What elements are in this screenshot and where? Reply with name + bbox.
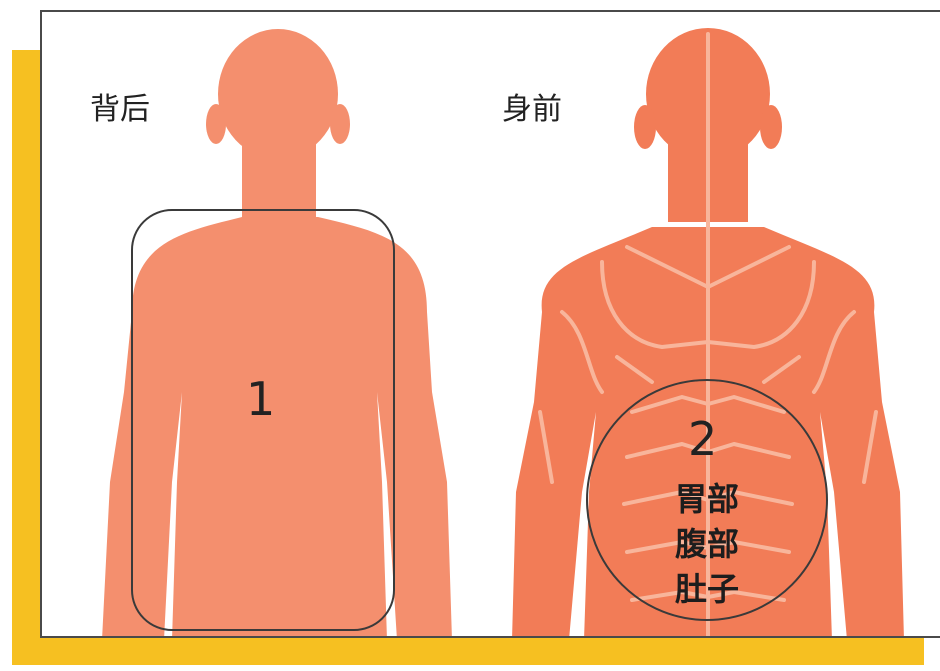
zone-2-number: 2 bbox=[688, 412, 718, 466]
back-label: 背后 bbox=[90, 92, 150, 127]
zone-1-number: 1 bbox=[246, 372, 276, 426]
zone-2-text-belly: 肚子 bbox=[674, 570, 739, 608]
back-zone-outline bbox=[131, 209, 395, 631]
back-body-figure bbox=[102, 29, 452, 636]
diagram-panel: 背后 身前 1 2 胃部 腹部 肚子 bbox=[40, 10, 940, 638]
zone-2-text-stomach: 胃部 bbox=[674, 480, 739, 518]
front-body-figure bbox=[512, 28, 904, 636]
front-zone-outline bbox=[586, 379, 828, 621]
front-label: 身前 bbox=[502, 92, 562, 127]
body-figures bbox=[102, 28, 904, 636]
zone-2-text-abdomen: 腹部 bbox=[674, 525, 739, 563]
